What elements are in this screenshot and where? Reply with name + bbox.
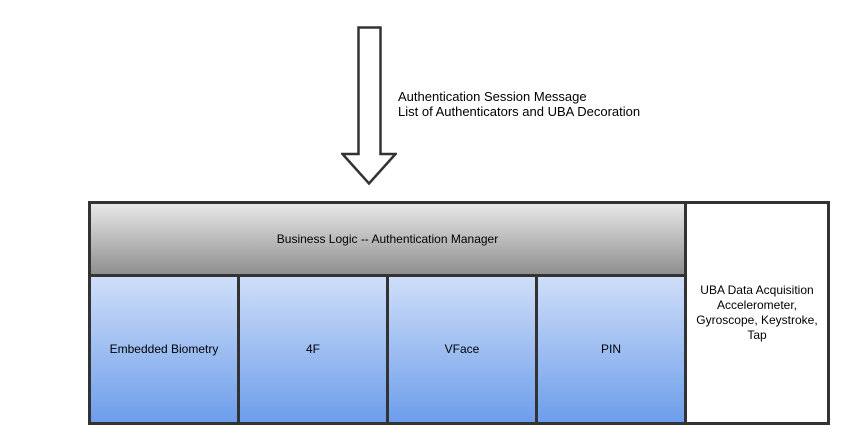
authenticator-box-4f: 4F <box>240 277 386 422</box>
down-arrow-icon <box>341 26 397 186</box>
business-logic-header-box: Business Logic -- Authentication Manager <box>91 204 684 274</box>
arrow-annotation-text: Authentication Session Message List of A… <box>398 89 641 120</box>
authenticator-box-embedded-biometry: Embedded Biometry <box>91 277 237 422</box>
authenticator-box-pin: PIN <box>538 277 684 422</box>
authenticator-box-vface: VFace <box>389 277 535 422</box>
uba-data-acquisition-panel: UBA Data Acquisition Accelerometer, Gyro… <box>687 204 827 422</box>
auth-manager-diagram: Business Logic -- Authentication Manager… <box>88 201 830 425</box>
